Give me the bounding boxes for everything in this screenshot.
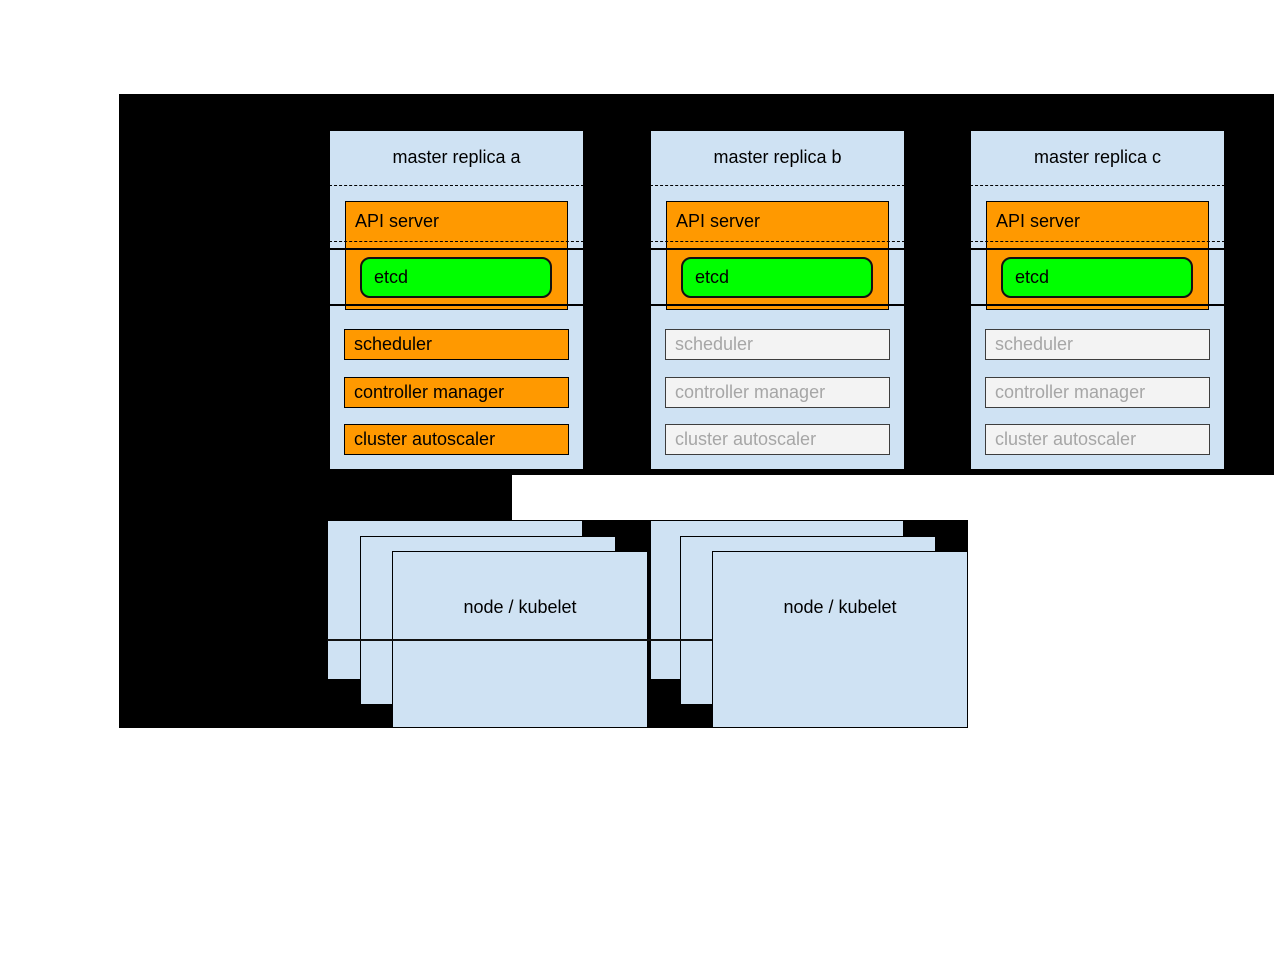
master-title: master replica a xyxy=(392,147,521,167)
etcd-label: etcd xyxy=(1015,267,1050,287)
etcd-cluster-zone-line xyxy=(970,248,1225,250)
etcd-cluster-zone-line xyxy=(329,304,584,306)
node-box-front: node / kubelet xyxy=(712,551,968,728)
master-title: master replica b xyxy=(713,147,842,167)
node-label: node / kubelet xyxy=(783,597,897,617)
etcd-box: etcd xyxy=(681,257,873,298)
controller-manager-box: controller manager xyxy=(985,377,1210,408)
node-label: node / kubelet xyxy=(463,597,577,617)
etcd-cluster-zone-line xyxy=(650,304,905,306)
load-balancer-zone-dashed-line xyxy=(650,241,905,242)
load-balancer-zone-dashed-line xyxy=(329,185,584,186)
load-balancer-zone-dashed-line xyxy=(650,185,905,186)
master-replica-b-box: master replica b API server etcd schedul… xyxy=(650,130,905,470)
scheduler-box: scheduler xyxy=(344,329,569,360)
cluster-autoscaler-box: cluster autoscaler xyxy=(344,424,569,455)
scheduler-box: scheduler xyxy=(665,329,890,360)
etcd-box: etcd xyxy=(1001,257,1193,298)
api-server-box: API server etcd xyxy=(986,201,1209,310)
master-title: master replica c xyxy=(1033,147,1162,167)
cluster-autoscaler-box: cluster autoscaler xyxy=(985,424,1210,455)
controller-manager-box: controller manager xyxy=(344,377,569,408)
etcd-box: etcd xyxy=(360,257,552,298)
etcd-cluster-zone-line xyxy=(650,248,905,250)
controller-manager-box: controller manager xyxy=(665,377,890,408)
load-balancer-zone-dashed-line xyxy=(329,241,584,242)
cluster-autoscaler-box: cluster autoscaler xyxy=(665,424,890,455)
node-compartment-line xyxy=(327,639,712,641)
api-server-label: API server xyxy=(996,211,1081,231)
etcd-label: etcd xyxy=(695,267,730,287)
load-balancer-zone-dashed-line xyxy=(970,241,1225,242)
api-server-box: API server etcd xyxy=(345,201,568,310)
load-balancer-zone-dashed-line xyxy=(970,185,1225,186)
api-server-box: API server etcd xyxy=(666,201,889,310)
scheduler-box: scheduler xyxy=(985,329,1210,360)
etcd-cluster-zone-line xyxy=(329,248,584,250)
api-server-label: API server xyxy=(676,211,761,231)
etcd-label: etcd xyxy=(374,267,409,287)
etcd-cluster-zone-line xyxy=(970,304,1225,306)
api-server-label: API server xyxy=(355,211,440,231)
master-replica-a-box: master replica a API server etcd schedul… xyxy=(329,130,584,470)
master-replica-c-box: master replica c API server etcd schedul… xyxy=(970,130,1225,470)
